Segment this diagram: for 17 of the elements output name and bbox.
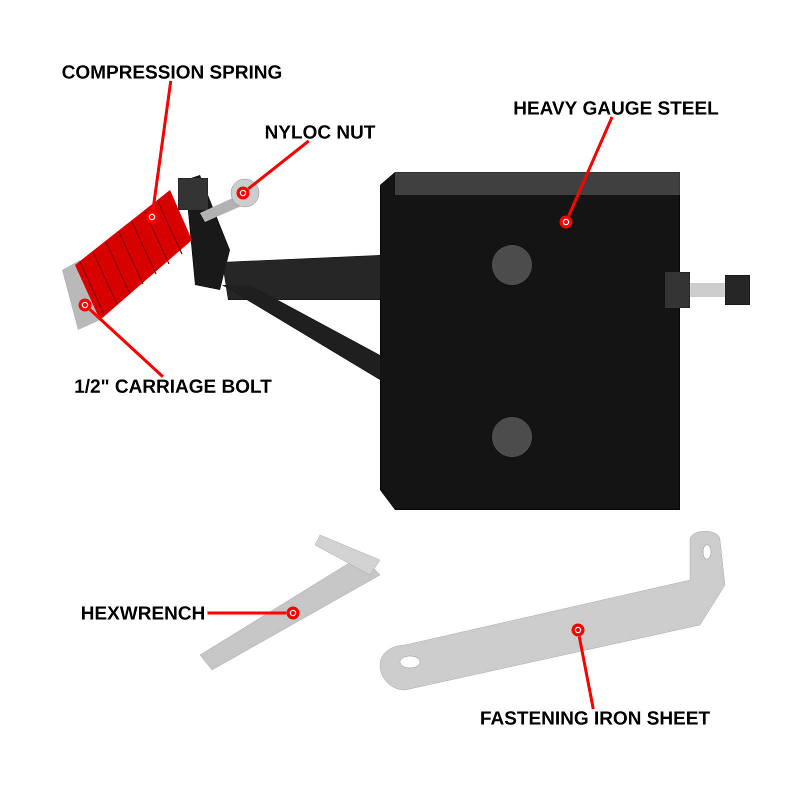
leader-line — [207, 612, 286, 614]
callout-label: 1/2" CARRIAGE BOLT — [75, 378, 272, 394]
callout-label: FASTENING IRON SHEET — [481, 711, 710, 725]
target-dot — [146, 210, 158, 224]
target-dot — [78, 298, 92, 312]
leader-line — [88, 308, 164, 378]
callout-label: HEXWRENCH — [82, 606, 204, 620]
target-dot — [560, 216, 572, 228]
target-dot — [286, 606, 300, 620]
leader-line — [151, 80, 172, 211]
callout-label: NYLOC NUT — [266, 125, 376, 139]
callout-label: COMPRESSION SPRING — [62, 65, 282, 79]
target-dot — [572, 624, 584, 636]
callout-label: HEAVY GAUGE STEEL — [514, 101, 718, 115]
target-dot — [236, 186, 250, 200]
leader-line — [567, 116, 614, 216]
leader-line — [578, 636, 595, 710]
